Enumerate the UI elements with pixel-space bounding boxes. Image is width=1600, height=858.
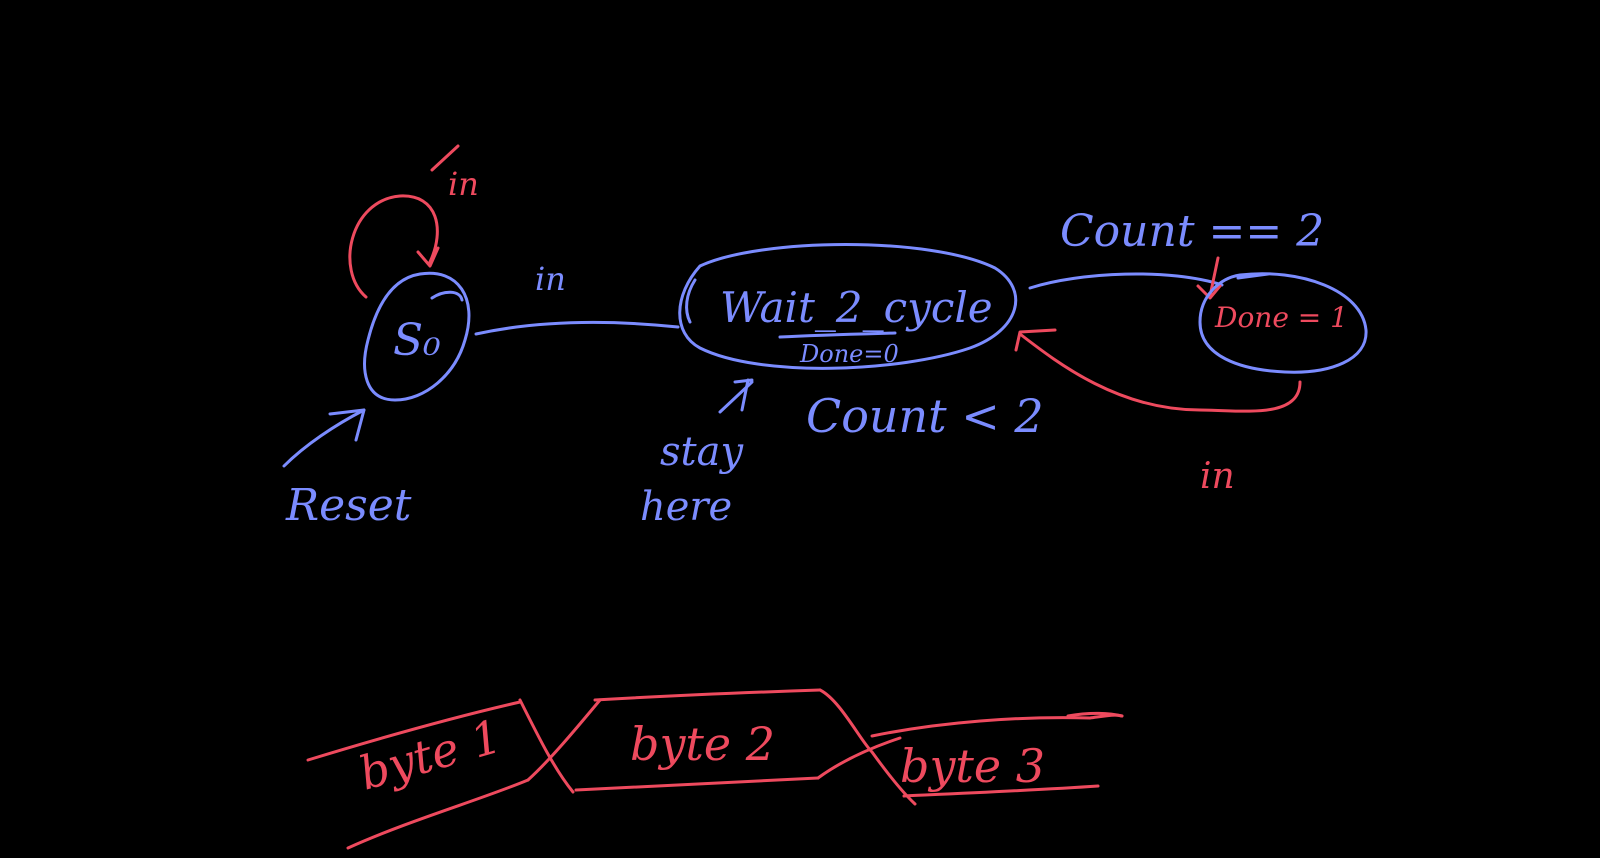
- transition-wait-to-done: Count == 2: [1028, 206, 1324, 290]
- state-done: Done = 1: [1198, 272, 1368, 374]
- byte-timeline-left-top: [306, 700, 522, 762]
- byte-timeline-mid-top: [593, 688, 822, 702]
- byte-timeline-cross-1: [518, 698, 575, 794]
- byte-timeline-cross-2b: [816, 736, 902, 780]
- transition-s0-to-wait-line: [474, 320, 680, 336]
- byte-3-label: byte 3: [900, 739, 1045, 793]
- state-done-label: Done = 1: [1214, 301, 1348, 334]
- stay-here-arrow-shaft-2: [740, 378, 750, 412]
- byte-timeline-left-bottom: [346, 778, 530, 850]
- transition-s0-to-wait: in: [474, 260, 680, 336]
- reset-arrow-shaft: [282, 408, 366, 468]
- transition-s0-to-wait-label: in: [535, 260, 566, 298]
- transition-done-to-wait: in: [1014, 328, 1302, 497]
- state-wait-ellipse: [678, 243, 1018, 370]
- stay-here-arrow-head: [733, 378, 754, 384]
- reset-arrow-head: [328, 408, 366, 442]
- s0-self-loop-arc: [348, 194, 439, 299]
- transition-done-to-wait-curve: [1018, 332, 1302, 413]
- byte-1-label: byte 1: [353, 709, 507, 801]
- transition-done-to-wait-label: in: [1200, 456, 1235, 497]
- byte-2-label: byte 2: [630, 717, 775, 771]
- transition-wait-to-done-label: Count == 2: [1060, 206, 1324, 257]
- state-wait-underline: [778, 331, 897, 339]
- s0-self-loop-arrowhead: [416, 246, 440, 268]
- state-wait-output: Done=0: [799, 340, 899, 368]
- stay-here-line1: stay: [660, 429, 744, 475]
- state-s0: S₀: [363, 271, 471, 402]
- s0-self-loop-tick: [430, 144, 460, 172]
- stay-here-annotation: stay here: [640, 378, 754, 530]
- state-done-inner-stroke: [1236, 272, 1270, 280]
- done-entry-marker-head: [1196, 284, 1222, 300]
- byte-timeline-right-bottom: [902, 784, 1100, 798]
- reset-arrow: Reset: [282, 408, 412, 531]
- byte-timeline-cross-2: [818, 688, 917, 806]
- state-wait-2-cycle: Wait_2_cycle Done=0: [678, 243, 1018, 370]
- byte-timeline-mid-bottom: [574, 776, 820, 792]
- byte-timeline-right-top: [870, 713, 1124, 738]
- state-s0-circle: [363, 271, 471, 402]
- state-wait-inner-stroke: [685, 278, 697, 324]
- state-wait-label: Wait_2_cycle: [720, 283, 993, 332]
- reset-label: Reset: [285, 480, 412, 531]
- byte-timeline-right-top-tail: [1066, 711, 1124, 718]
- byte-timeline: byte 1 byte 2 byte 3: [306, 688, 1124, 850]
- state-s0-label: S₀: [393, 315, 441, 366]
- s0-self-loop-label: in: [448, 165, 479, 203]
- state-done-ellipse: [1198, 272, 1368, 374]
- transition-done-to-wait-arrowhead: [1014, 328, 1057, 352]
- stay-here-line2: here: [640, 484, 732, 530]
- transition-wait-stay-label: Count < 2: [806, 389, 1044, 443]
- state-s0-inner-stroke: [430, 290, 464, 302]
- s0-self-loop: in: [348, 144, 479, 299]
- byte-timeline-cross-1b: [526, 698, 602, 782]
- transition-wait-to-done-line: [1028, 272, 1224, 290]
